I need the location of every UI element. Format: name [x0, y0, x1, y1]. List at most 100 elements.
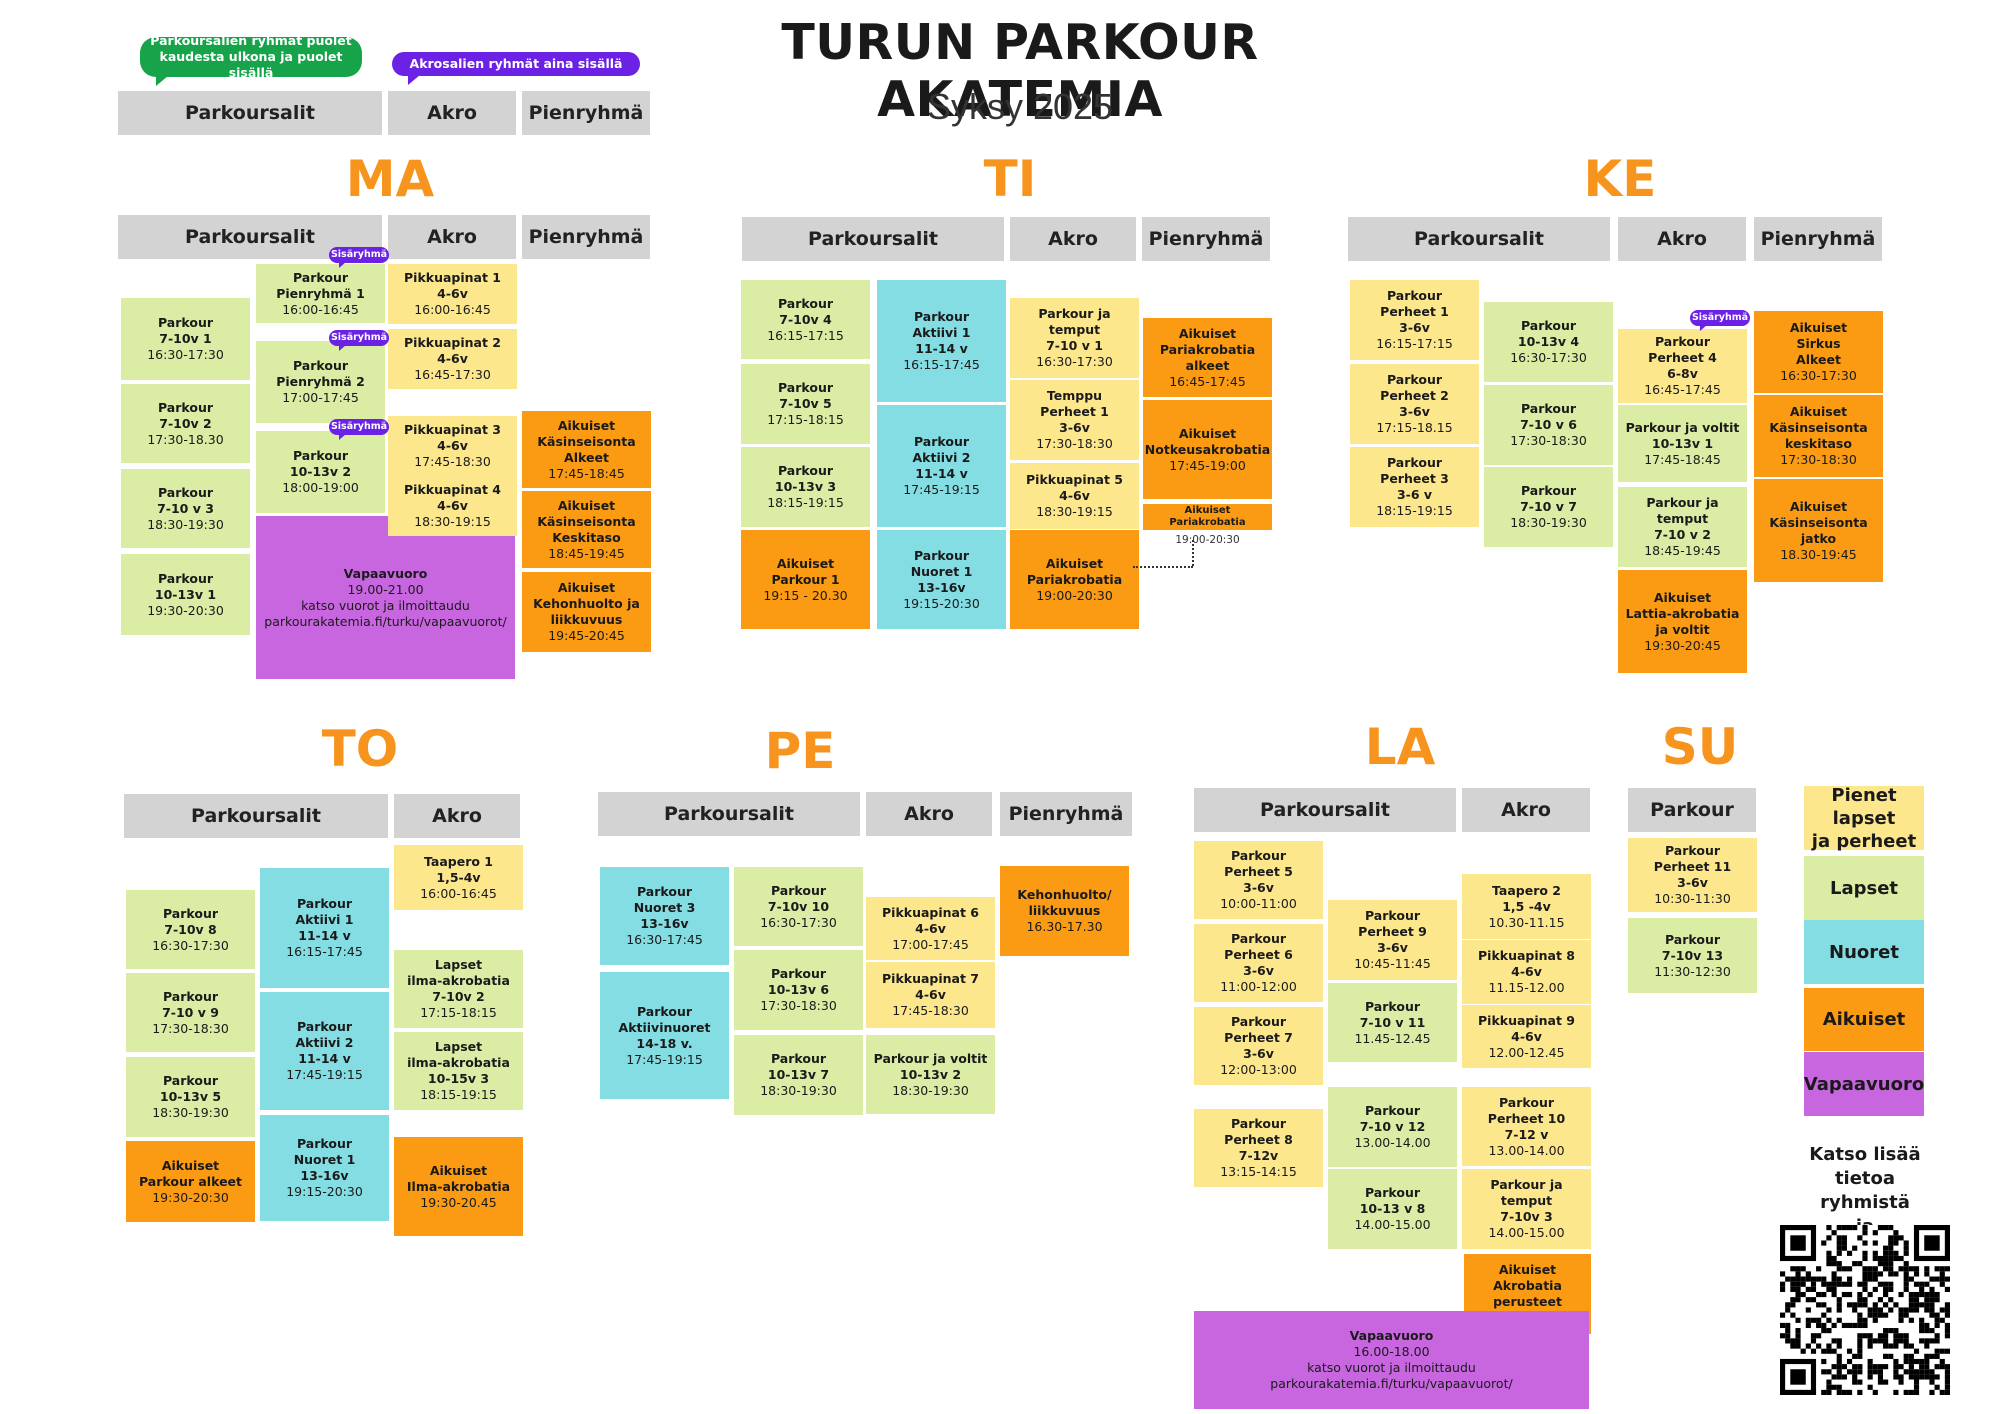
block-title: Parkour 10-13v 5	[159, 1073, 222, 1104]
qr-code-icon[interactable]	[1780, 1225, 1950, 1395]
page-subtitle: Syksy 2025	[926, 86, 1114, 127]
block-time: 16:30-17:45	[626, 932, 703, 947]
block-time: 17:45-19:15	[626, 1051, 703, 1067]
block-title: Pikkuapinat 5 4-6v	[1026, 472, 1123, 503]
block-title: Aikuiset Käsinseisonta keskitaso	[1769, 404, 1868, 451]
block-title: Aikuiset Käsinseisonta jatko	[1769, 498, 1868, 546]
day-label-su: SU	[1661, 718, 1739, 776]
block-time: 17:30-18.30	[147, 431, 224, 447]
block-time: 16:30-17:30	[152, 937, 229, 953]
block-time: 18:30-19:30	[1510, 515, 1587, 530]
block-title: Parkour Perheet 1 3-6v	[1380, 288, 1449, 335]
block-time: 17:45-19:15	[903, 482, 980, 497]
block-title: Parkour Aktiivi 2 11-14 v	[912, 434, 971, 481]
block-time: 18:00-19:00	[282, 480, 359, 495]
block-time: 19.00-21.00 katso vuorot ja ilmoittaudu …	[264, 581, 507, 629]
block-title: Parkour 7-10 v 11	[1359, 998, 1426, 1030]
block-time: 17:00-17:45	[892, 936, 969, 952]
block-title: Parkour ja temput 7-10 v 2	[1646, 495, 1719, 542]
schedule-block-pe[interactable]: Parkour Aktiivinuoret 14-18 v.17:45-19:1…	[600, 972, 729, 1099]
block-time: 16:00-16:45	[414, 302, 491, 317]
block-time: 18:15-19:15	[1376, 503, 1453, 518]
